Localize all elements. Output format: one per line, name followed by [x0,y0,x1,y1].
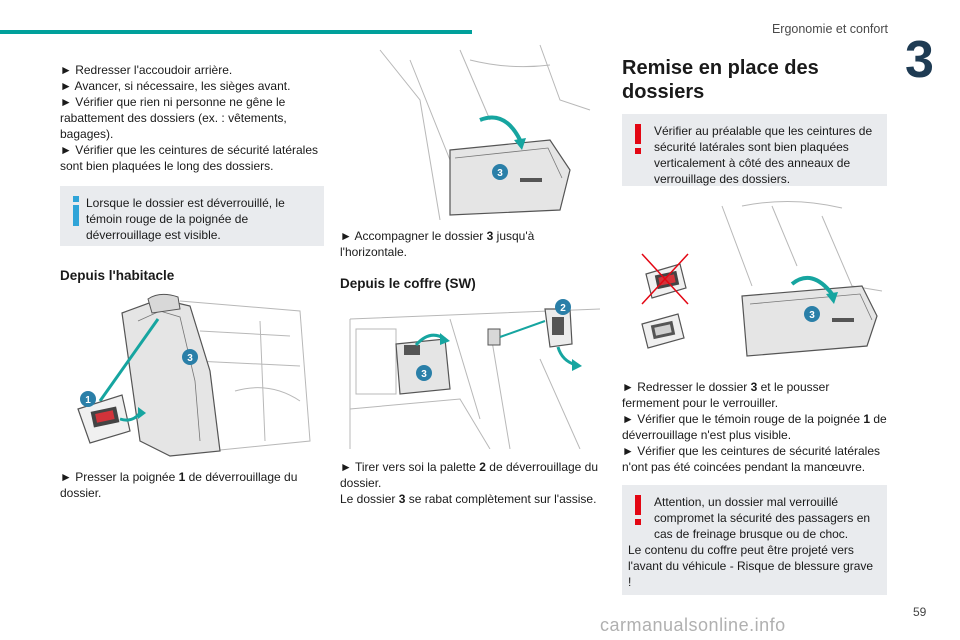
watermark: carmanualsonline.info [600,615,786,635]
note-backrest-folds-num: 3 [398,492,406,506]
step-raise-backrest-num: 3 [750,380,758,394]
badge-3 [804,306,820,322]
badge-label-3: 3 [809,310,815,321]
step-press-handle: ► Presser la poignée 1 de déverrouillage… [60,469,324,501]
step-front-seats: ► Avancer, si nécessaire, les sièges ava… [60,79,291,93]
figure-reposition: 3 [641,200,883,357]
step-pull-lever-post: de déverrouillage du dossier. [340,460,599,490]
warning-locking: Attention, un dossier mal verrouillé com… [622,485,887,595]
step-check-belts-trapped: ► Vérifier que les ceintures de sécurité… [622,444,880,474]
heading-from-trunk: Depuis le coffre (SW) [340,276,476,291]
badge-label-2: 2 [560,303,566,314]
warning-locking-text-1: Attention, un dossier mal verrouillé com… [654,495,871,541]
step-raise-backrest-pre: ► Redresser le dossier [622,380,751,394]
info-note: Lorsque le dossier est déverrouillé, le … [60,186,324,246]
step-press-handle-pre: ► Presser la poignée [60,470,179,484]
warning-icon [635,124,641,154]
column-middle: 3 ► Accompagner le dossier 3 jusqu'à l'h… [340,40,602,507]
badge-1 [80,391,96,407]
step-check-obstruction: ► Vérifier que rien ni personne ne gêne … [60,95,287,141]
badge-2 [555,299,571,315]
step-check-indicator-pre: ► Vérifier que le témoin rouge de la poi… [622,412,864,426]
step-check-indicator-post: de déverrouillage n'est plus visible. [622,412,887,442]
step-pull-lever-num: 2 [479,460,486,474]
chapter-tab [895,31,960,106]
step-armrest: ► Redresser l'accoudoir arrière. [60,63,233,77]
step-check-indicator-num: 1 [863,412,871,426]
step-pull-lever: ► Tirer vers soi la palette 2 de déverro… [340,459,602,491]
note-backrest-folds: Le dossier 3 se rabat complètement sur l… [340,491,602,507]
chapter-number: 3 [905,31,934,89]
step-pull-lever-pre: ► Tirer vers soi la palette [340,460,480,474]
warning-icon [635,495,641,525]
info-text: Lorsque le dossier est déverrouillé, le … [86,196,285,242]
badge-label-3: 3 [187,353,193,364]
figure-fold-backrest: 3 [379,44,591,220]
info-icon [73,196,79,226]
badge-label-3: 3 [421,369,427,380]
step-guide-backrest-post: jusqu'à l'horizontale. [340,229,535,259]
warning-belts-text: Vérifier au préalable que les ceintures … [654,124,873,186]
badge-label-1: 1 [85,395,91,406]
figure-cabin-handle: 3 1 [77,293,311,457]
step-raise-backrest-post: et le pousser fermement pour le verrouil… [622,380,830,410]
badge-3 [492,164,508,180]
warning-belts: Vérifier au préalable que les ceintures … [622,114,887,186]
header-title: Ergonomie et confort [771,22,888,36]
warning-locking-text-2: Le contenu du coffre peut être projeté v… [628,543,874,589]
badge-3 [416,365,432,381]
step-guide-backrest: ► Accompagner le dossier 3 jusqu'à l'hor… [340,228,602,260]
page-number: 59 [913,605,927,619]
note-backrest-folds-post: se rabat complètement sur l'assise. [405,492,597,506]
column-right: Remise en place des dossiers Vérifier au… [622,56,887,595]
step-raise-backrest: ► Redresser le dossier 3 et le pousser f… [622,379,887,411]
step-press-handle-post: de déverrouillage du dossier. [60,470,298,500]
heading-from-cabin: Depuis l'habitacle [60,268,175,283]
step-press-handle-num: 1 [178,470,186,484]
badge-label-3: 3 [497,168,503,179]
header-accent-bar [0,30,472,34]
step-guide-backrest-num: 3 [486,229,494,243]
figure-trunk-lever: 2 3 [349,299,601,449]
column-left: ► Redresser l'accoudoir arrière. ► Avanc… [60,62,324,501]
step-guide-backrest-pre: ► Accompagner le dossier [340,229,487,243]
heading-reposition: Remise en place des dossiers [622,57,819,103]
note-backrest-folds-pre: Le dossier [340,492,399,506]
badge-3 [182,349,198,365]
step-check-belts: ► Vérifier que les ceintures de sécurité… [60,143,318,173]
step-check-indicator: ► Vérifier que le témoin rouge de la poi… [622,411,887,443]
